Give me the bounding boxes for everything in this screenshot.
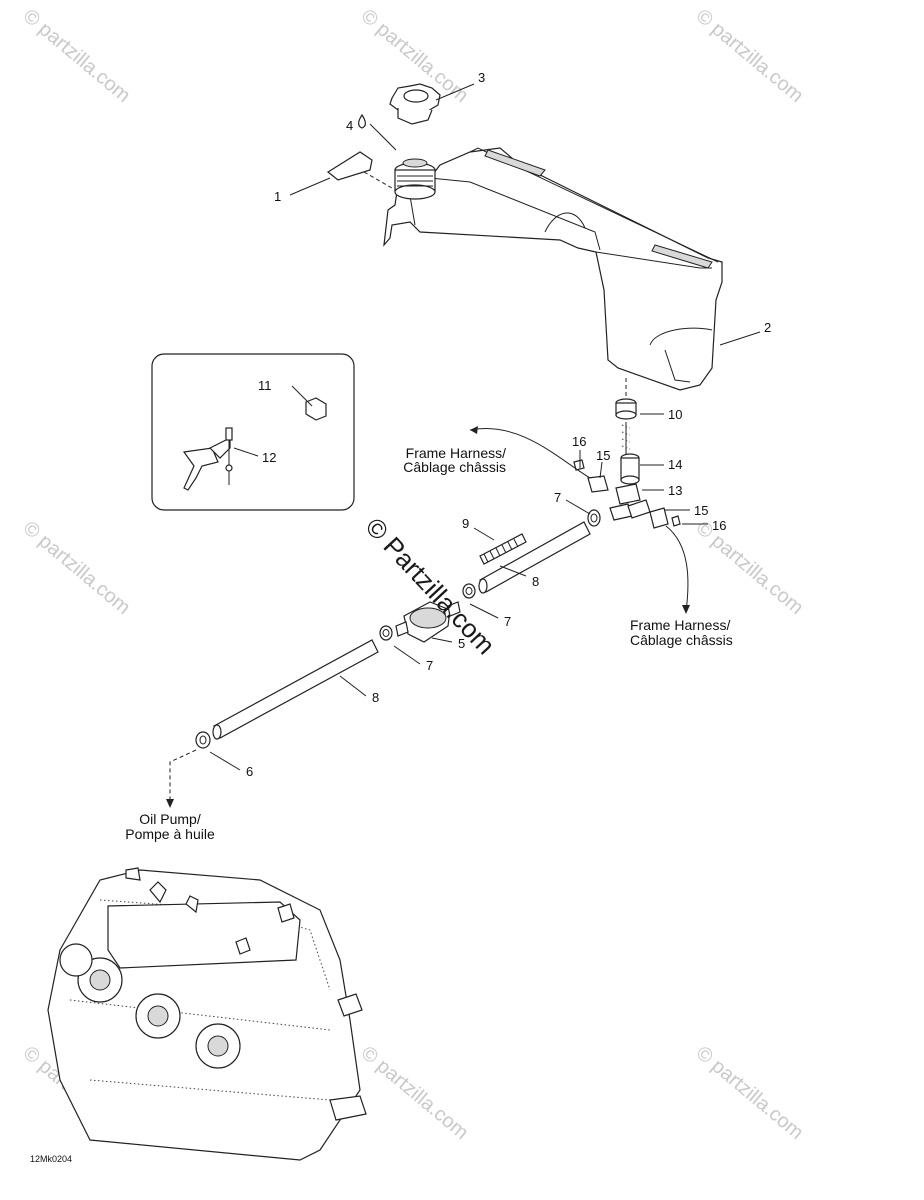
- callout-8-lower: 8: [372, 690, 379, 705]
- frame-harness-left-label-fr: Câblage châssis: [403, 459, 506, 475]
- callout-7-lower: 7: [426, 658, 433, 673]
- callout-11: 11: [258, 378, 272, 393]
- frame-harness-left-label: Frame Harness/: [406, 445, 506, 461]
- oil-pump-label: Oil Pump/: [139, 811, 201, 827]
- grommet-icon: [305, 397, 327, 421]
- leader-lines: [209, 83, 761, 771]
- oil-pump-arrow: [166, 799, 174, 808]
- callout-7-top: 7: [554, 490, 561, 505]
- outlet-grommet: [615, 378, 637, 420]
- callout-14: 14: [668, 457, 682, 472]
- callout-12: 12: [262, 450, 276, 465]
- harness-lead-left: [469, 428, 591, 479]
- connector-left: [573, 459, 609, 493]
- callout-15-right: 15: [694, 503, 708, 518]
- callout-16-left: 16: [572, 434, 586, 449]
- callout-15-left: 15: [596, 448, 610, 463]
- tee-fitting: [609, 483, 651, 521]
- hose-upper: [478, 521, 591, 594]
- watermark-top-left: © partzilla.com: [19, 5, 135, 107]
- oil-pump-label-fr: Pompe à huile: [125, 826, 215, 842]
- harness-arrow-right: [682, 605, 690, 614]
- filler-neck: [394, 158, 436, 200]
- callout-3: 3: [478, 70, 485, 85]
- clamp-pump: [195, 731, 211, 749]
- engine: [47, 867, 367, 1161]
- callout-1: 1: [274, 189, 281, 204]
- frame-harness-right-label: Frame Harness/: [630, 617, 730, 633]
- clamp-middle: [462, 583, 476, 599]
- callouts: 3 4 1 2 11 12 10 16 15 14 13 7 15 16 9 8…: [246, 70, 771, 779]
- watermark-bottom-right: © partzilla.com: [692, 1042, 808, 1144]
- callout-9: 9: [462, 516, 469, 531]
- image-code: 12Mk0204: [30, 1154, 72, 1164]
- spring: [479, 533, 527, 565]
- callout-8-upper: 8: [532, 574, 539, 589]
- callout-13: 13: [668, 483, 682, 498]
- hose-lower: [212, 639, 379, 740]
- sealant-drop-icon: [358, 113, 366, 129]
- harness-arrow-left: [470, 426, 478, 434]
- watermark-bottom-center: © partzilla.com: [357, 1042, 473, 1144]
- watermark-mid-right: © partzilla.com: [692, 517, 808, 619]
- detail-inset: [151, 353, 355, 511]
- callout-6: 6: [246, 764, 253, 779]
- frame-harness-right-label-fr: Câblage châssis: [630, 632, 733, 648]
- harness-lead-right: [665, 525, 689, 613]
- oil-filter: [395, 601, 461, 643]
- callout-4: 4: [346, 118, 353, 133]
- tank-cap: [389, 83, 441, 125]
- connector-right: [649, 507, 681, 529]
- watermark-mid-left: © partzilla.com: [19, 517, 135, 619]
- callout-7-middle: 7: [504, 614, 511, 629]
- oil-tank: [383, 147, 723, 391]
- level-sensor: [620, 422, 640, 485]
- callout-2: 2: [764, 320, 771, 335]
- callout-10: 10: [668, 407, 682, 422]
- callout-5: 5: [458, 636, 465, 651]
- callout-16-right: 16: [712, 518, 726, 533]
- labels: Frame Harness/ Câblage châssis Frame Har…: [125, 445, 732, 842]
- clamp-top: [587, 509, 601, 527]
- watermark-top-right: © partzilla.com: [692, 5, 808, 107]
- clamp-lower: [379, 625, 393, 641]
- oil-pump-lead: [169, 749, 197, 800]
- tank-bracket: [326, 151, 393, 189]
